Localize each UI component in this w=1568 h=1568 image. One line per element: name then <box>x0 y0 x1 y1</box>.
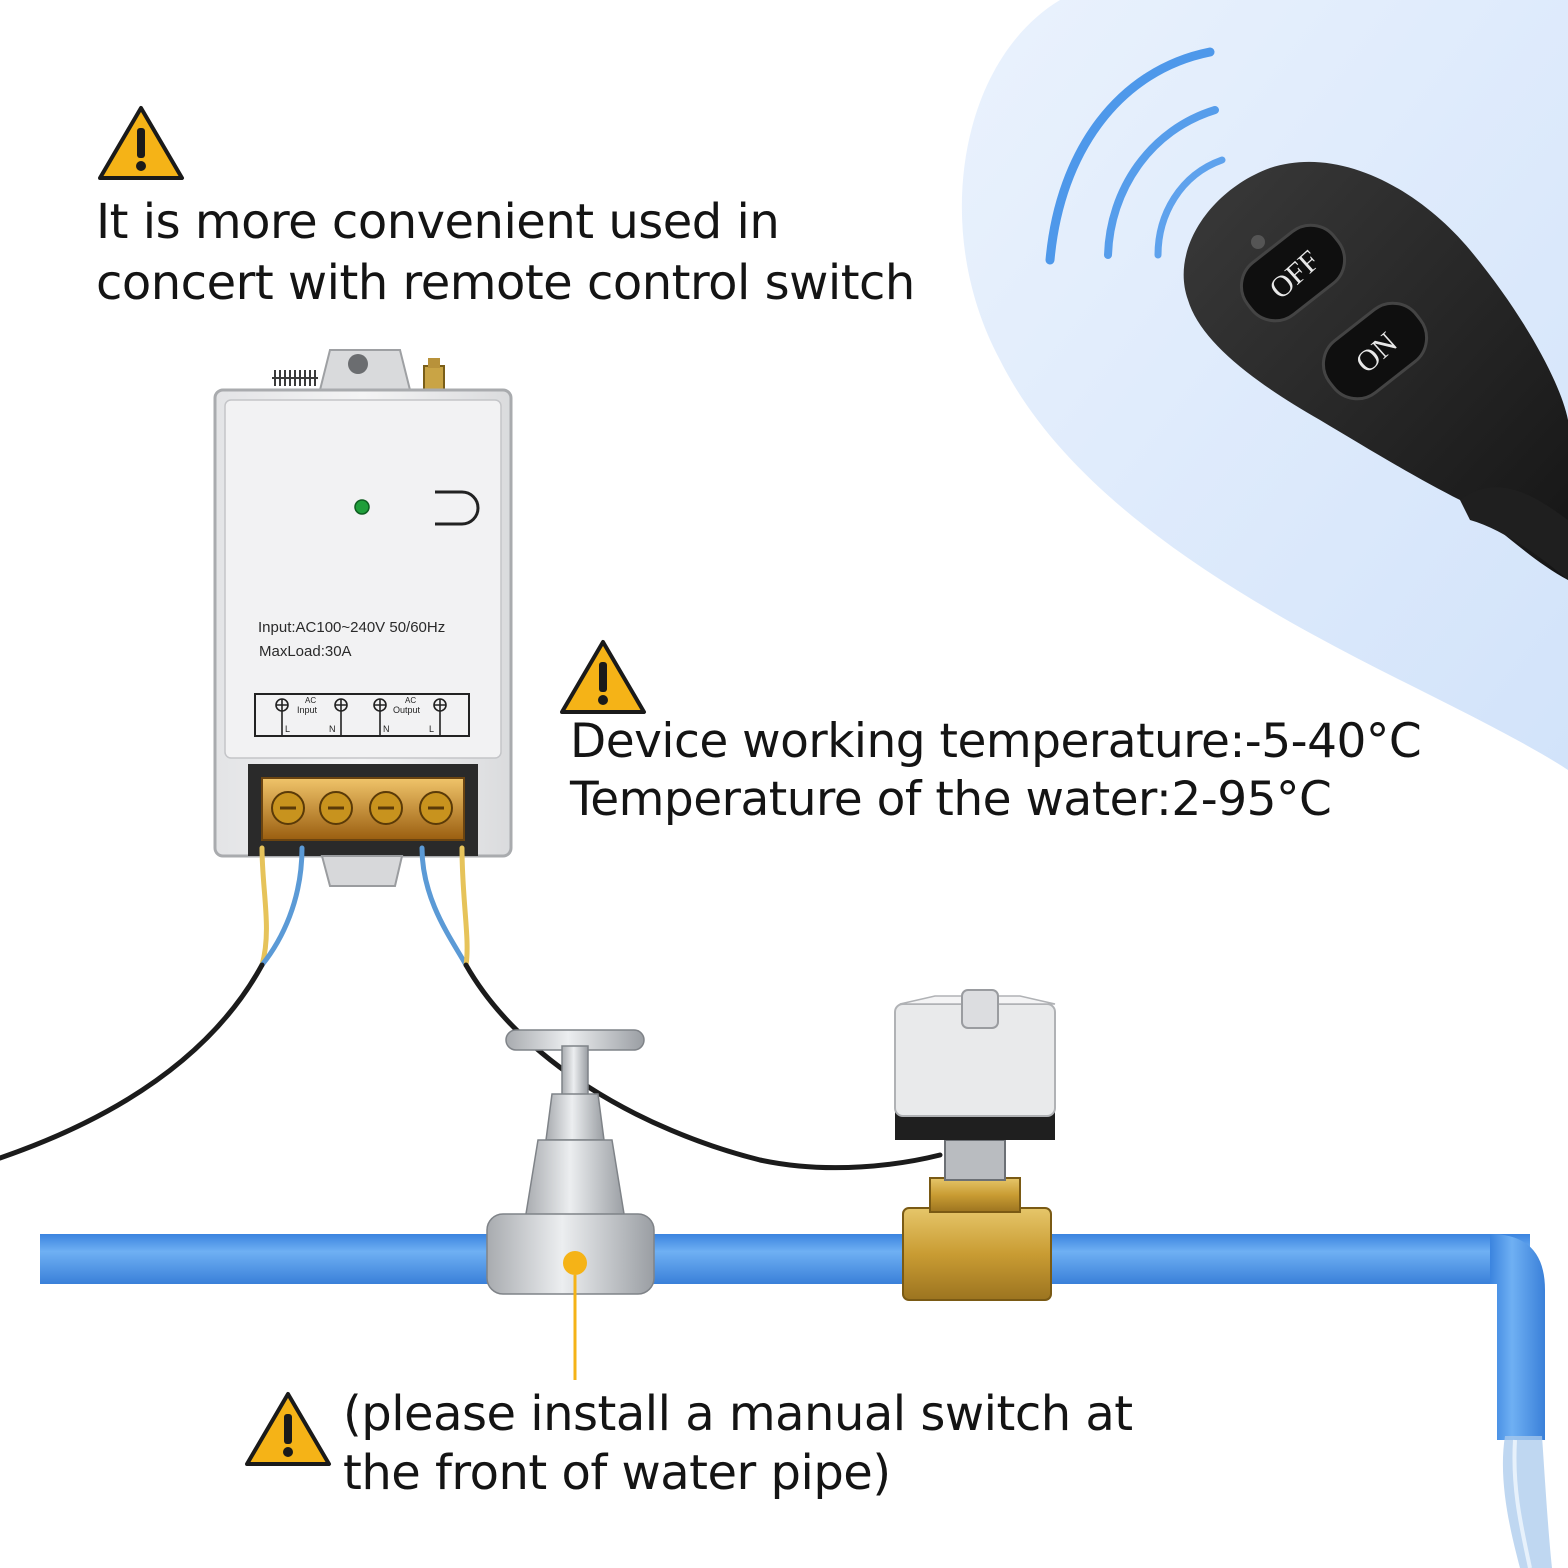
manual-switch-caption: (please install a manual switch at the f… <box>343 1390 1133 1508</box>
remote-caption: It is more convenient used in concert wi… <box>96 198 915 320</box>
warning-icon <box>98 106 184 180</box>
terminal-pin-l1: L <box>285 724 291 734</box>
signal-waves-icon <box>1045 47 1226 265</box>
water-pipe <box>40 1234 1552 1568</box>
terminal-pin-n2: N <box>383 724 390 734</box>
device-spec-load: MaxLoad:30A <box>259 643 352 660</box>
device-temperature-text: Device working temperature:-5-40°C <box>570 714 1422 769</box>
warning-icon <box>245 1392 331 1466</box>
terminal-input-label: Input <box>297 705 318 715</box>
water-temperature-text: Temperature of the water:2-95°C <box>570 772 1332 827</box>
terminal-output-label: Output <box>393 705 421 715</box>
manual-valve <box>486 1029 655 1380</box>
warning-icon <box>560 640 646 714</box>
manual-caption-line2: the front of water pipe) <box>343 1445 891 1501</box>
remote-off-button <box>1239 223 1347 323</box>
terminal-output-ac: AC <box>405 696 417 705</box>
terminal-input-ac: AC <box>305 696 317 705</box>
relay-switch <box>213 349 513 887</box>
temperature-caption: Device working temperature:-5-40°C Tempe… <box>570 714 1422 834</box>
terminal-pin-n1: N <box>329 724 336 734</box>
device-spec-input: Input:AC100~240V 50/60Hz <box>258 619 446 636</box>
remote-caption-line1: It is more convenient used in <box>96 194 780 250</box>
terminal-pin-l2: L <box>429 724 435 734</box>
manual-caption-line1: (please install a manual switch at <box>343 1386 1133 1442</box>
motorized-ball-valve <box>894 989 1056 1301</box>
wires <box>0 845 943 1171</box>
remote-caption-line2: concert with remote control switch <box>96 255 915 311</box>
remote-control: OFF ON <box>1183 161 1568 581</box>
remote-on-button <box>1321 301 1429 401</box>
